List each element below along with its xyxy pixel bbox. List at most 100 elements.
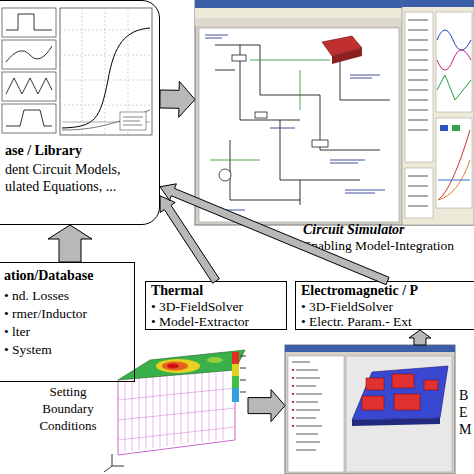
thermal-3d-model-part	[232, 364, 239, 376]
simulator-screenshot-part	[438, 130, 470, 200]
thermal-3d-model-part	[162, 362, 188, 371]
mesh-tool-screenshot-part	[394, 394, 420, 410]
thermal-3d-model-part	[118, 388, 235, 440]
simulator-screenshot-part	[332, 48, 362, 64]
simulator-screenshot-part	[437, 75, 471, 100]
library-plots-part	[2, 72, 56, 101]
simulator-screenshot-part	[195, 0, 405, 8]
node-text: • System	[4, 341, 132, 358]
thermal-3d-model-part	[167, 364, 179, 369]
block-arrow	[248, 390, 285, 422]
simulator-screenshot-part	[215, 45, 390, 205]
node-box: ation/Database • nd. Losses• rmer/Inducto…	[0, 262, 135, 382]
thermal-3d-model-part	[125, 370, 223, 452]
thermal-3d-model-part	[232, 376, 239, 388]
thermal-3d-model-part	[118, 370, 235, 455]
node-box: B E M	[285, 345, 474, 474]
node-box: Electromagnetic / P• 3D-FieldSolver• Ele…	[295, 281, 474, 330]
mesh-tool-screenshot-part	[346, 356, 452, 472]
node-heading: Thermal	[151, 282, 285, 299]
library-plots-part	[6, 78, 52, 94]
library-plots-part	[120, 112, 146, 130]
block-arrow	[409, 330, 431, 345]
simulator-screenshot-part	[440, 125, 448, 131]
library-plots-part	[6, 14, 52, 30]
mesh-tool-screenshot-part	[292, 370, 294, 426]
node-heading: B E M	[459, 387, 473, 438]
simulator-screenshot-part	[408, 20, 428, 130]
simulator-screenshot-part	[195, 18, 405, 26]
simulator-screenshot-part	[437, 30, 471, 50]
mesh-tool-screenshot-part	[285, 345, 455, 474]
node-text: • nd. Losses	[4, 287, 132, 304]
node-box: ase / Library dent Circuit Models, ulated…	[0, 0, 160, 225]
thermal-3d-model	[104, 350, 246, 472]
library-plots-part	[62, 110, 150, 130]
node-heading: Circuit Simulator	[303, 221, 463, 238]
mesh-tool-screenshot-part	[288, 356, 344, 472]
simulator-screenshot-part	[232, 55, 246, 61]
simulator-screenshot-part	[402, 0, 474, 7]
mesh-tool-screenshot-part	[362, 396, 384, 410]
thermal-3d-model-part	[104, 454, 124, 472]
block-arrow	[160, 184, 389, 285]
mesh-tool-screenshot-part	[352, 418, 440, 426]
node-text: • Electr. Param.- Ext	[301, 313, 474, 330]
simulator-screenshot-part	[255, 112, 267, 118]
library-plots	[2, 8, 152, 135]
mesh-tool-screenshot-part	[366, 378, 384, 390]
simulator-screenshot-part	[436, 12, 472, 112]
simulator-screenshot-part	[205, 35, 385, 210]
simulator-screenshot	[195, 0, 474, 225]
simulator-screenshot-part	[405, 12, 433, 162]
thermal-3d-model-part	[118, 350, 245, 380]
simulator-screenshot-part	[405, 168, 433, 218]
simulator-screenshot-part	[312, 140, 328, 147]
node-box: Thermal• 3D-FieldSolver• Model-Extractor	[145, 281, 287, 330]
simulator-screenshot-part	[195, 0, 474, 225]
simulator-screenshot-part	[210, 60, 330, 160]
library-plots-part	[123, 117, 143, 125]
thermal-3d-model-part	[207, 357, 223, 363]
simulator-screenshot-part	[437, 50, 471, 70]
block-arrow	[48, 225, 92, 262]
thermal-3d-model-part	[232, 352, 239, 402]
node-text: • 3D-FieldSolver	[301, 298, 474, 315]
simulator-screenshot-part	[402, 0, 474, 225]
node-text: Enabling Model-Integration	[303, 237, 473, 254]
mesh-tool-screenshot-part	[292, 362, 322, 450]
simulator-screenshot-part	[219, 169, 231, 181]
mesh-tool-screenshot-part	[285, 345, 455, 352]
library-plots-part	[60, 8, 152, 135]
library-plots-part	[2, 40, 56, 69]
thermal-3d-model-part	[232, 352, 239, 364]
mesh-tool-screenshot	[285, 345, 455, 474]
simulator-screenshot-part	[195, 8, 405, 18]
block-arrow	[160, 81, 195, 117]
library-plots-part	[6, 110, 52, 126]
simulator-screenshot-part	[436, 118, 472, 208]
node-text: • lter	[4, 323, 132, 340]
node-box: Setting Boundary Conditions	[35, 345, 248, 474]
node-heading: ase / Library	[5, 142, 155, 159]
node-text: • Model-Extractor	[151, 313, 285, 330]
simulator-screenshot-part	[438, 180, 470, 181]
library-plots-part	[2, 8, 56, 37]
node-text: dent Circuit Models, ulated Equations, .…	[5, 161, 155, 195]
node-heading: Setting Boundary Conditions	[35, 383, 101, 434]
thermal-3d-model-part	[240, 356, 246, 392]
node-heading: ation/Database	[4, 267, 132, 284]
thermal-3d-model-part	[156, 359, 200, 373]
simulator-screenshot-part	[408, 176, 428, 206]
simulator-screenshot-part	[438, 160, 470, 200]
simulator-screenshot-part	[452, 125, 460, 131]
library-plots-part	[60, 8, 152, 135]
node-heading: Electromagnetic / P	[301, 282, 474, 299]
node-text: • rmer/Inductor	[4, 305, 132, 322]
mesh-tool-screenshot-part	[352, 366, 448, 420]
mesh-tool-screenshot-part	[392, 374, 414, 388]
library-plots-part	[2, 104, 56, 133]
node-text: • 3D-FieldSolver	[151, 298, 285, 315]
